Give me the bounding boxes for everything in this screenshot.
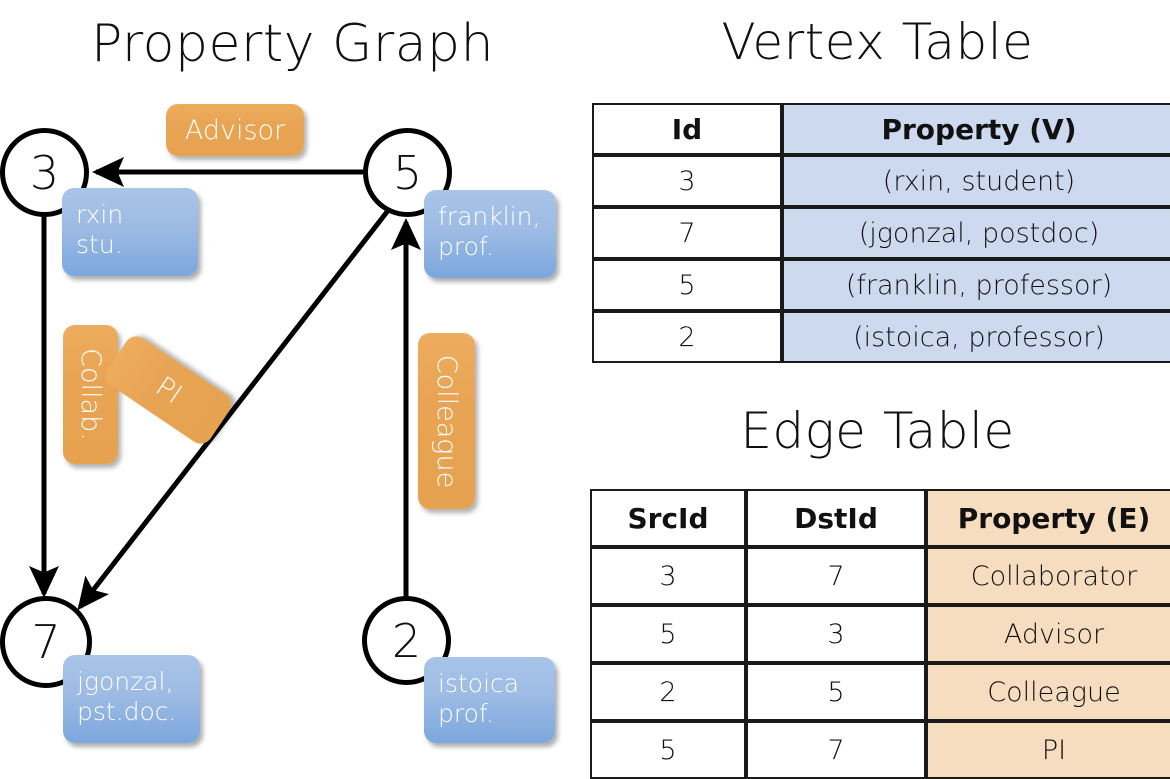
vertex-cell-property: (rxin, student) — [782, 155, 1170, 207]
vertex-property-line-2: stu. — [76, 230, 123, 259]
table-row[interactable]: 3 7 Collaborator — [590, 547, 1170, 605]
edge-cell-srcid: 5 — [590, 605, 746, 663]
vertex-cell-property: (franklin, professor) — [782, 259, 1170, 311]
edge-arrow-5-to-7 — [77, 206, 392, 611]
vertex-table-header-property: Property (V) — [782, 103, 1170, 155]
edge-label-box-advisor[interactable]: Advisor — [166, 104, 304, 156]
edge-cell-dstid: 7 — [746, 547, 926, 605]
vertex-cell-id: 7 — [592, 207, 782, 259]
edge-label-collab: Collab. — [75, 348, 106, 441]
vertex-property-line-1: franklin, — [438, 202, 541, 231]
table-row[interactable]: 5 3 Advisor — [590, 605, 1170, 663]
vertex-cell-property: (jgonzal, postdoc) — [782, 207, 1170, 259]
table-row[interactable]: 2 5 Colleague — [590, 663, 1170, 721]
edge-label-pi: PI — [149, 370, 188, 410]
graph-node-7-label: 7 — [31, 615, 61, 669]
slide-canvas: Property Graph Vertex Table Edge Table 3… — [0, 13, 1170, 779]
vertex-property-box-jgonzal[interactable]: jgonzal, pst.doc. — [63, 655, 200, 743]
edge-cell-dstid: 3 — [746, 605, 926, 663]
graph-node-5-label: 5 — [392, 145, 423, 200]
vertex-property-line-1: jgonzal, — [77, 667, 174, 696]
table-header-row: Id Property (V) — [592, 103, 1170, 155]
vertex-cell-id: 3 — [592, 155, 782, 207]
table-row[interactable]: 5 (franklin, professor) — [592, 259, 1170, 311]
edge-table-header-srcid: SrcId — [590, 489, 746, 547]
graph-node-2[interactable]: 2 — [362, 596, 451, 685]
edge-label-box-collab[interactable]: Collab. — [63, 325, 118, 464]
edge-cell-property: Collaborator — [926, 547, 1170, 605]
page-title-edge-table: Edge Table — [740, 402, 1015, 460]
graph-node-5[interactable]: 5 — [363, 128, 452, 217]
edge-table: SrcId DstId Property (E) 3 7 Collaborato… — [590, 489, 1170, 779]
vertex-table: Id Property (V) 3 (rxin, student) 7 (jgo… — [592, 103, 1170, 363]
vertex-property-line-1: rxin — [76, 200, 124, 229]
edge-table-header-dstid: DstId — [746, 489, 926, 547]
graph-node-2-label: 2 — [391, 613, 422, 668]
edge-label-box-colleague[interactable]: Colleague — [418, 333, 475, 509]
edge-cell-srcid: 3 — [590, 547, 746, 605]
page-title-property-graph: Property Graph — [90, 14, 495, 74]
graph-edges-canvas — [29, 157, 421, 611]
table-row[interactable]: 2 (istoica, professor) — [592, 311, 1170, 363]
table-row[interactable]: 5 7 PI — [590, 721, 1170, 779]
vertex-table-header-id: Id — [592, 103, 782, 155]
edge-cell-dstid: 5 — [746, 663, 926, 721]
vertex-cell-property: (istoica, professor) — [782, 311, 1170, 363]
vertex-cell-id: 2 — [592, 311, 782, 363]
edge-cell-srcid: 2 — [590, 663, 746, 721]
vertex-property-box-istoica[interactable]: istoica prof. — [424, 657, 555, 743]
edge-cell-dstid: 7 — [746, 721, 926, 779]
vertex-property-line-2: prof. — [438, 232, 494, 261]
vertex-property-box-rxin[interactable]: rxin stu. — [62, 188, 198, 276]
vertex-property-line-2: pst.doc. — [77, 697, 177, 726]
vertex-property-line-1: istoica — [438, 669, 520, 698]
vertex-cell-id: 5 — [592, 259, 782, 311]
edge-table-header-property: Property (E) — [926, 489, 1170, 547]
edge-cell-property: PI — [926, 721, 1170, 779]
edge-label-advisor: Advisor — [184, 114, 286, 146]
edge-cell-property: Advisor — [926, 605, 1170, 663]
edge-cell-property: Colleague — [926, 663, 1170, 721]
graph-node-3-label: 3 — [29, 145, 60, 200]
table-row[interactable]: 7 (jgonzal, postdoc) — [592, 207, 1170, 259]
table-row[interactable]: 3 (rxin, student) — [592, 155, 1170, 207]
edge-cell-srcid: 5 — [590, 721, 746, 779]
vertex-property-line-2: prof. — [438, 699, 494, 728]
edge-label-colleague: Colleague — [431, 354, 462, 488]
vertex-property-box-franklin[interactable]: franklin, prof. — [424, 190, 556, 278]
table-header-row: SrcId DstId Property (E) — [590, 489, 1170, 547]
page-title-vertex-table: Vertex Table — [721, 13, 1034, 71]
